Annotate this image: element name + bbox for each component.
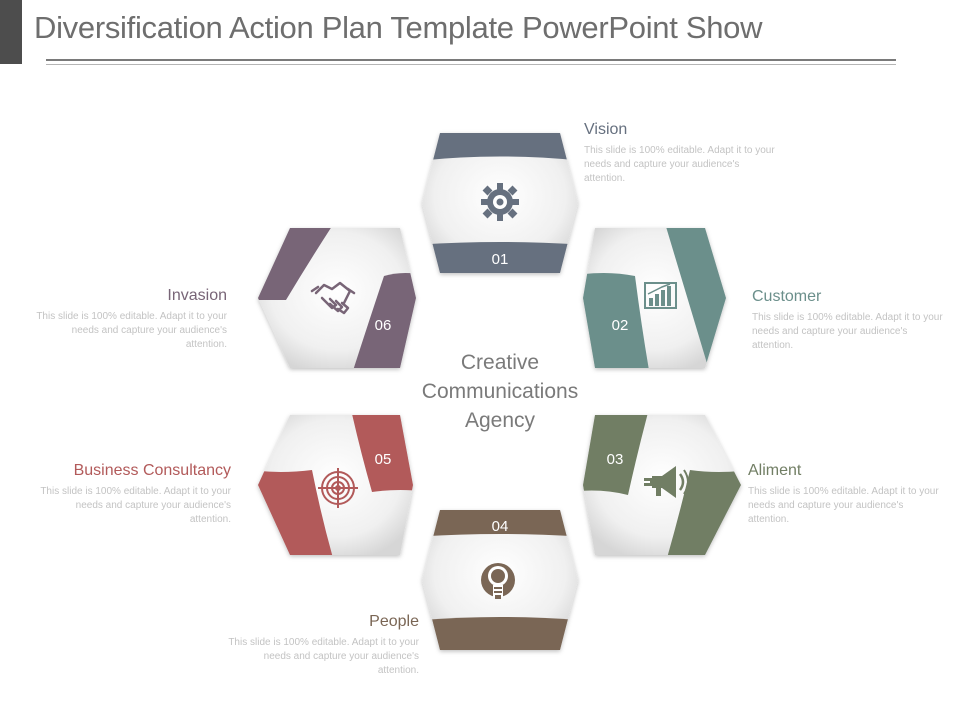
target-icon [318,468,358,508]
label-customer-desc: This slide is 100% editable. Adapt it to… [752,312,943,351]
label-aliment: Aliment This slide is 100% editable. Ada… [748,462,943,527]
label-invasion: Invasion This slide is 100% editable. Ad… [32,287,227,352]
header-accent-bar [0,0,22,64]
center-line-3: Agency [464,409,536,432]
label-invasion-title: Invasion [167,287,227,304]
step-number-03: 03 [607,451,624,468]
label-vision: Vision This slide is 100% editable. Adap… [584,121,779,186]
step-number-02: 02 [612,317,629,334]
label-people-title: People [369,613,419,630]
label-vision-desc: This slide is 100% editable. Adapt it to… [584,145,775,184]
slide-title: Diversification Action Plan Template Pow… [34,10,763,45]
label-people-desc: This slide is 100% editable. Adapt it to… [228,637,419,676]
label-business-consultancy-title: Business Consultancy [73,462,231,479]
label-vision-title: Vision [584,121,628,138]
label-aliment-desc: This slide is 100% editable. Adapt it to… [748,486,939,525]
gear-icon [481,183,519,221]
label-business-consultancy-desc: This slide is 100% editable. Adapt it to… [40,486,231,525]
hexagon-04: 04 [422,510,578,650]
label-people: People This slide is 100% editable. Adap… [224,613,419,678]
step-number-04: 04 [492,518,509,535]
label-aliment-title: Aliment [748,462,802,479]
step-number-05: 05 [375,451,392,468]
label-invasion-desc: This slide is 100% editable. Adapt it to… [36,311,227,350]
handshake-icon [310,281,356,315]
lightbulb-icon [481,563,515,599]
center-label: Creative Communications Agency [400,348,600,435]
center-line-2: Communications [421,380,579,403]
bar-chart-icon [644,282,677,309]
hexagon-01: 01 [422,133,578,273]
label-business-consultancy: Business Consultancy This slide is 100% … [36,462,231,527]
title-underline [46,59,896,61]
title-underline-thin [46,64,896,65]
megaphone-icon [644,466,689,498]
center-line-1: Creative [460,351,540,374]
label-customer: Customer This slide is 100% editable. Ad… [752,288,947,353]
step-number-06: 06 [375,317,392,334]
step-number-01: 01 [492,251,509,268]
label-customer-title: Customer [752,288,822,305]
